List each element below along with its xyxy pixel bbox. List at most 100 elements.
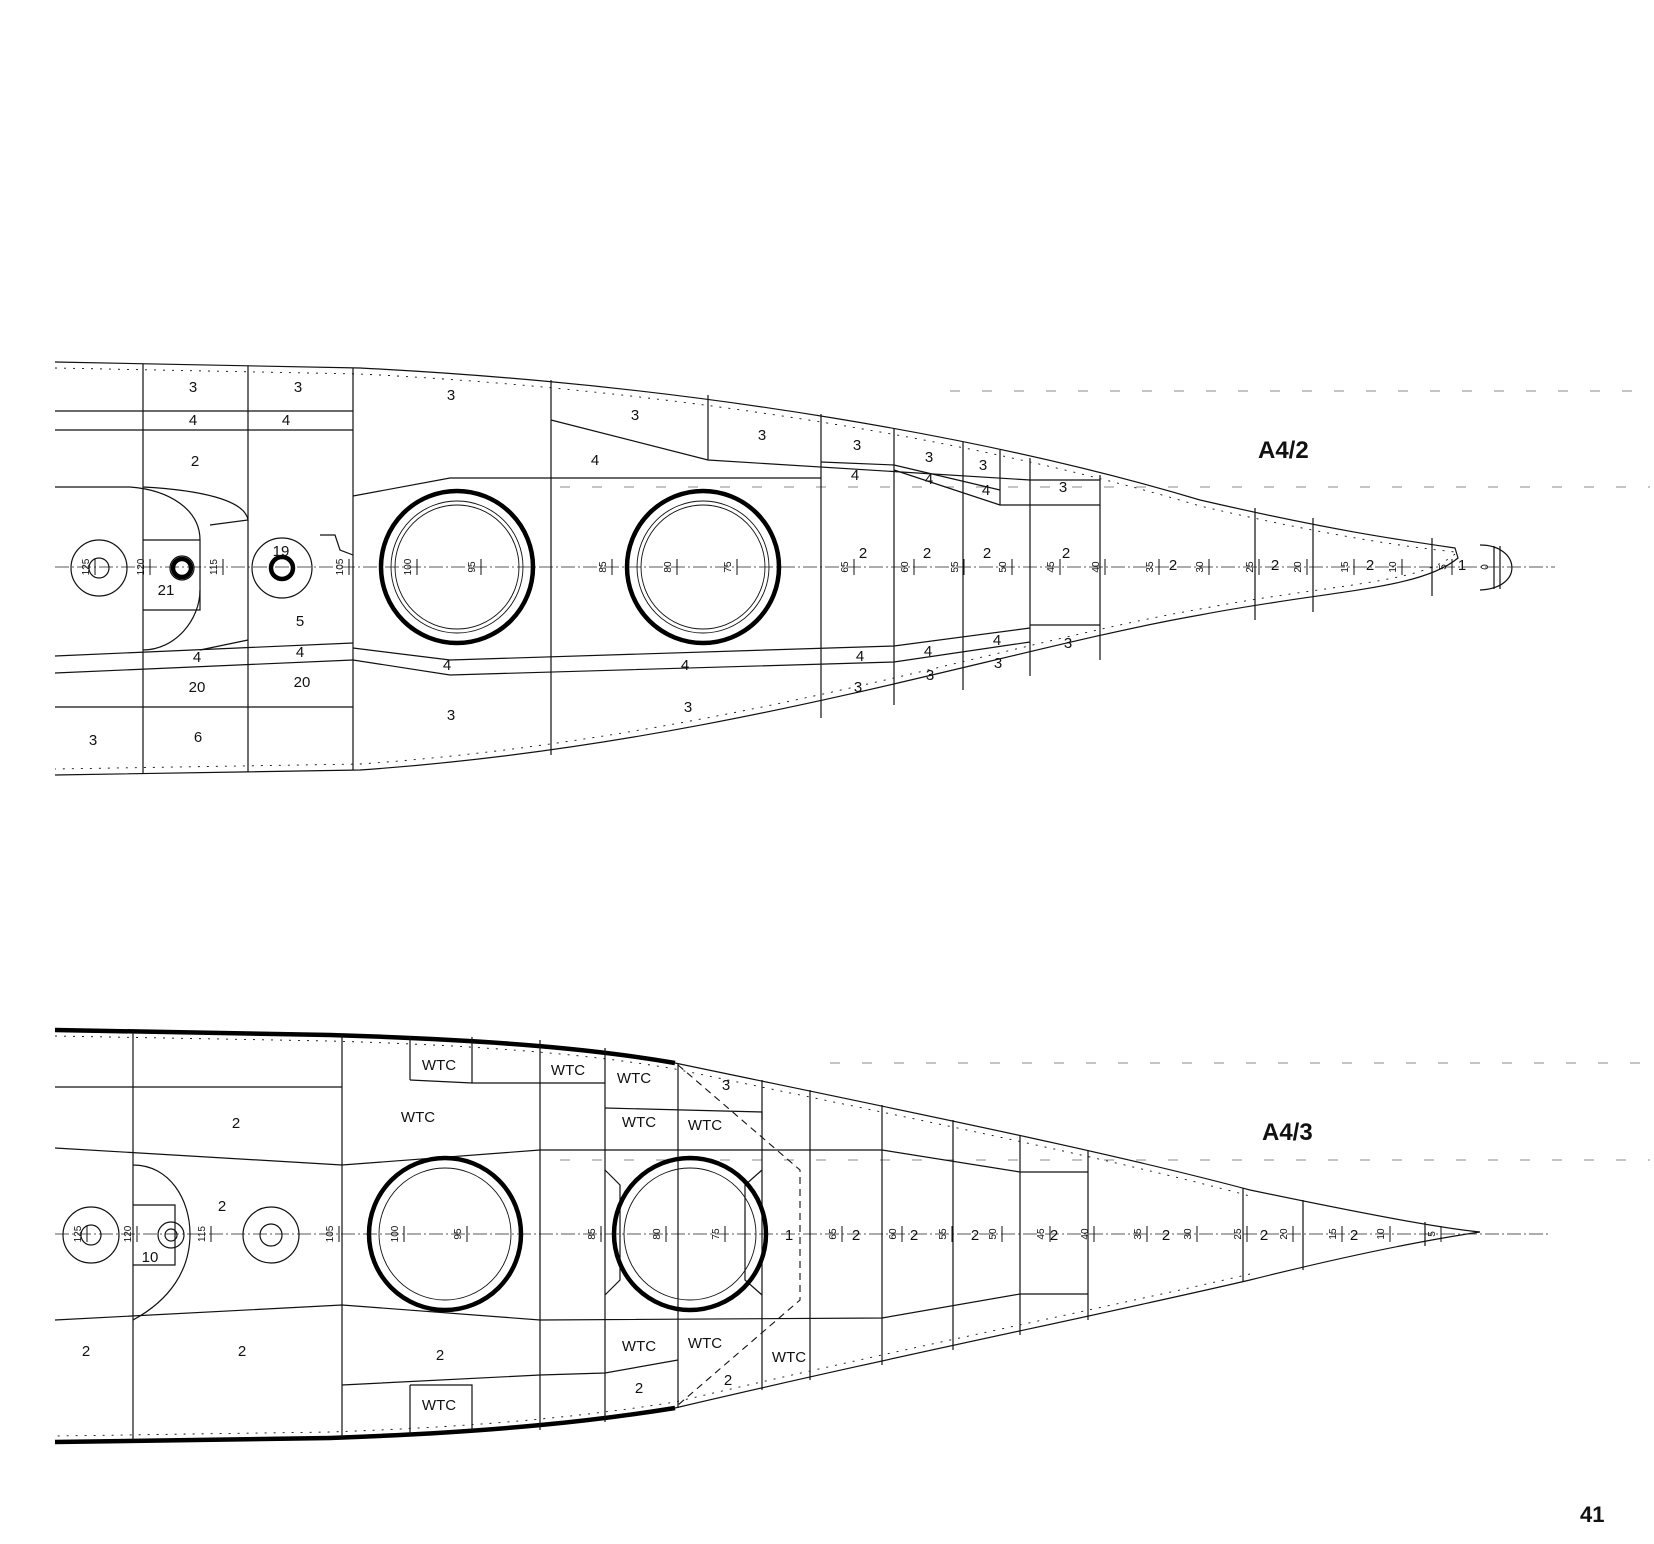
- compartment-label: 2: [724, 1372, 732, 1389]
- compartment-label: 10: [142, 1249, 159, 1266]
- frame-tick-label: 55: [950, 561, 961, 573]
- long-line: [352, 641, 1031, 676]
- ring-icon: [157, 1221, 185, 1249]
- compartment-label: 2: [852, 1227, 860, 1244]
- long-line: [54, 659, 354, 674]
- long-line: [352, 477, 821, 497]
- compartment-label: 2: [1062, 545, 1070, 562]
- long-line: [409, 1079, 605, 1084]
- compartment-label: WTC: [688, 1117, 722, 1134]
- compartment-label: WTC: [688, 1335, 722, 1352]
- diagram-title: A4/3: [1262, 1119, 1313, 1146]
- frame-tick-label: 35: [1133, 1228, 1144, 1240]
- compartment-label: WTC: [622, 1114, 656, 1131]
- frame-tick-label: 120: [123, 1225, 134, 1242]
- frame-tick-label: 0: [1480, 564, 1491, 570]
- frame-tick-label: 45: [1046, 561, 1057, 573]
- long-line: [143, 539, 201, 611]
- compartment-label: 2: [1050, 1227, 1058, 1244]
- frame-tick-label: 65: [840, 561, 851, 573]
- compartment-label: 2: [238, 1343, 246, 1360]
- compartment-label: 3: [853, 437, 861, 454]
- frame-tick-label: 75: [723, 561, 734, 573]
- compartment-label: 2: [1366, 557, 1374, 574]
- compartment-label: 19: [273, 543, 290, 560]
- frame-tick-label: 80: [652, 1228, 663, 1240]
- ring-icon: [242, 1206, 300, 1264]
- compartment-label: 3: [1059, 479, 1067, 496]
- hull-outline-armored: [54, 1027, 676, 1066]
- compartment-label: 3: [447, 707, 455, 724]
- long-line: [320, 534, 354, 556]
- frame-tick-label: 40: [1091, 561, 1102, 573]
- compartment-label: 3: [1064, 635, 1072, 652]
- compartment-label: WTC: [617, 1070, 651, 1087]
- frame-tick-label: 15: [1328, 1228, 1339, 1240]
- compartment-label: 2: [218, 1198, 226, 1215]
- turret-ring: [611, 1155, 769, 1313]
- frame-tick-label: 95: [453, 1228, 464, 1240]
- long-line: [604, 1107, 763, 1120]
- compartment-label: 6: [194, 729, 202, 746]
- long-line: [54, 1293, 1088, 1321]
- compartment-label: 2: [910, 1227, 918, 1244]
- frame-tick-label: 50: [998, 561, 1009, 573]
- frame-tick-label: 20: [1293, 561, 1304, 573]
- long-line: [142, 486, 249, 526]
- compartment-label: 3: [925, 449, 933, 466]
- long-line: [820, 461, 1001, 491]
- hull-outline-armored-bottom: [54, 1405, 676, 1445]
- frame-tick-label: 10: [1388, 561, 1399, 573]
- frame-tick-label: 115: [197, 1226, 208, 1242]
- turret-ring: [378, 488, 536, 646]
- frame-tick-label: 60: [888, 1228, 899, 1240]
- compartment-label: 3: [926, 667, 934, 684]
- compartment-label: 3: [294, 379, 302, 396]
- frame-tick-label: 5: [1438, 564, 1449, 570]
- frame-tick-label: 45: [1036, 1228, 1047, 1240]
- compartment-label: 3: [854, 679, 862, 696]
- frame-tick-label: 125: [73, 1225, 84, 1242]
- compartment-label: 4: [681, 657, 689, 674]
- compartment-label: 4: [443, 657, 451, 674]
- frame-tick-label: 60: [900, 561, 911, 573]
- compartment-label: 2: [436, 1347, 444, 1364]
- compartment-label: 3: [758, 427, 766, 444]
- compartment-label: WTC: [551, 1062, 585, 1079]
- compartment-label: 4: [924, 643, 932, 660]
- compartment-label: 20: [189, 679, 206, 696]
- compartment-label: WTC: [772, 1349, 806, 1366]
- compartment-label: 3: [722, 1077, 730, 1094]
- compartment-label: 2: [983, 545, 991, 562]
- frame-tick-label: 30: [1195, 561, 1206, 573]
- compartment-label: 20: [294, 674, 311, 691]
- long-line: [133, 1204, 176, 1266]
- frame-tick-label: 115: [209, 559, 220, 575]
- frame-tick-label: 95: [467, 561, 478, 573]
- long-line: [54, 1147, 1088, 1173]
- long-line: [132, 1164, 191, 1321]
- compartment-label: 4: [925, 471, 933, 488]
- compartment-label: WTC: [422, 1057, 456, 1074]
- long-line: [410, 1384, 473, 1430]
- compartment-label: 2: [859, 545, 867, 562]
- long-line: [550, 419, 1100, 481]
- compartment-label: 1: [1458, 557, 1466, 574]
- long-line: [352, 627, 1031, 661]
- compartment-label: 4: [993, 632, 1001, 649]
- compartment-label: 4: [282, 412, 290, 429]
- page-number: 41: [1580, 1502, 1604, 1527]
- compartment-label: 4: [189, 412, 197, 429]
- frame-tick-label: 35: [1145, 561, 1156, 573]
- frame-tick-label: 100: [403, 558, 414, 575]
- frame-tick-label: 75: [711, 1228, 722, 1240]
- compartment-label: 2: [635, 1380, 643, 1397]
- compartment-label: 4: [591, 452, 599, 469]
- compartment-label: WTC: [622, 1338, 656, 1355]
- frame-tick-label: 30: [1183, 1228, 1194, 1240]
- ring-icon: [169, 555, 195, 581]
- long-line: [604, 1169, 621, 1296]
- compartment-label: 2: [1350, 1227, 1358, 1244]
